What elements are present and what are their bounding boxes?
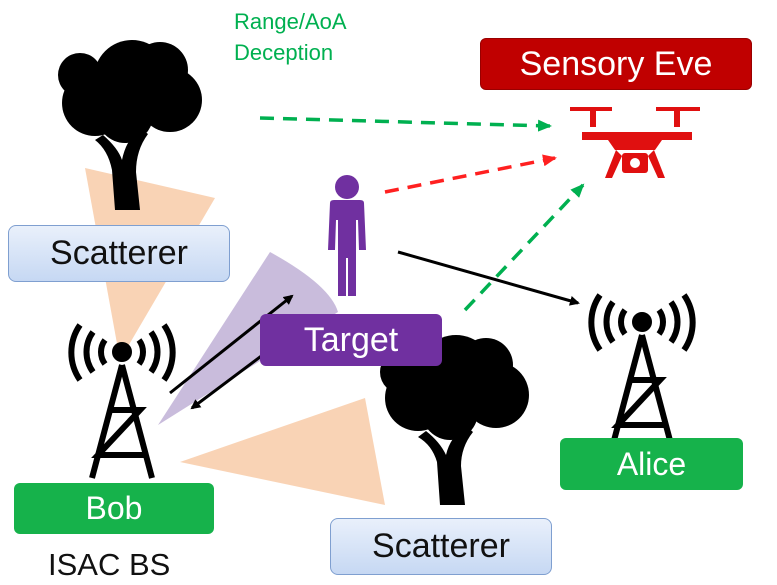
arrow-red-target-to-eve bbox=[384, 154, 557, 194]
tree-icon bbox=[58, 40, 202, 210]
arrow-green-range-deception bbox=[259, 116, 552, 132]
isac-bs-label: ISAC BS bbox=[48, 547, 171, 582]
annotation-range-aoa: Range/AoA Deception bbox=[234, 6, 347, 68]
sensory-eve-label: Sensory Eve bbox=[480, 38, 752, 90]
target-label: Target bbox=[260, 314, 442, 366]
annotation-line-2: Deception bbox=[234, 40, 334, 65]
annotation-line-1: Range/AoA bbox=[234, 9, 347, 34]
beam-to-bottom-scatterer bbox=[180, 398, 385, 505]
cell-tower-icon bbox=[588, 293, 696, 449]
alice-label: Alice bbox=[560, 438, 743, 490]
cell-tower-icon bbox=[68, 323, 176, 479]
person-icon bbox=[328, 175, 366, 296]
scatterer-label-left: Scatterer bbox=[8, 225, 230, 282]
arrow-target-to-alice bbox=[397, 250, 580, 306]
arrow-bob-to-target bbox=[169, 294, 294, 395]
bob-label: Bob bbox=[14, 483, 214, 534]
arrow-green-bottom-to-eve bbox=[463, 183, 585, 312]
scatterer-label-bottom: Scatterer bbox=[330, 518, 552, 575]
drone-icon bbox=[570, 107, 700, 178]
